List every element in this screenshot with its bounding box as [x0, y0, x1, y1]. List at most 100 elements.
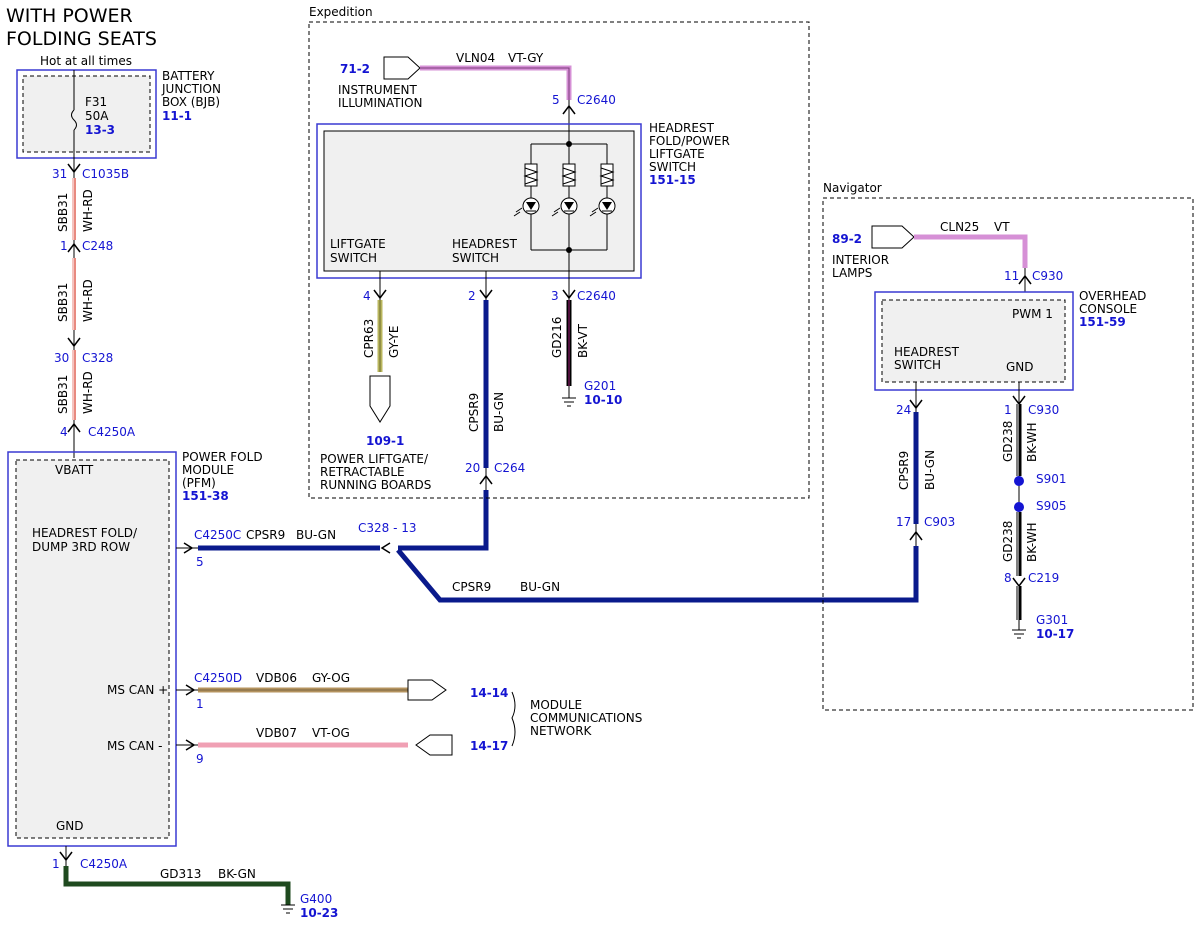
fuse-id: F31: [85, 95, 107, 109]
gd313-circuit: GD313: [160, 867, 201, 881]
pfm-ref: 151-38: [182, 489, 229, 503]
pin-3-c2640: 3: [551, 289, 559, 303]
pfm-headrest-2: DUMP 3RD ROW: [32, 540, 130, 554]
liftgate-name-2: RETRACTABLE: [320, 465, 405, 479]
pin-1-c4250a: 1: [52, 857, 60, 871]
ground-g201-ref: 10-10: [584, 393, 622, 407]
console-name-1: OVERHEAD: [1079, 289, 1146, 303]
ground-g301: G301: [1036, 613, 1068, 627]
console-ref: 151-59: [1079, 315, 1126, 329]
pin-17: 17: [896, 515, 911, 529]
nav-cpsr9-color: BU-GN: [923, 450, 937, 490]
pin-9: 9: [196, 752, 204, 766]
pfm-name-3: (PFM): [182, 476, 216, 490]
headrest-switch-1: HEADREST: [452, 237, 518, 251]
sbb31-label-1: SBB31: [56, 193, 70, 232]
liftgate-switch-1: LIFTGATE: [330, 237, 386, 251]
pin-5-c4250c: 5: [196, 555, 204, 569]
gd238-color-1: BK-WH: [1025, 422, 1039, 462]
cpsr9-main-circuit: CPSR9: [246, 528, 285, 542]
pfm-headrest-1: HEADREST FOLD/: [32, 526, 138, 540]
power-fold-module: VBATT HEADREST FOLD/ DUMP 3RD ROW MS CAN…: [7, 450, 263, 847]
pin-8: 8: [1004, 571, 1012, 585]
expedition-section: Expedition 71-2 INSTRUMENT ILLUMINATION …: [308, 5, 810, 499]
ground-g301-ref: 10-17: [1036, 627, 1074, 641]
sbb31-label-2: SBB31: [56, 283, 70, 322]
pin-30: 30: [54, 351, 69, 365]
conn-c4250a-top: C4250A: [88, 425, 136, 439]
sbb31-color-3: WH-RD: [81, 371, 95, 414]
cln25-circuit: CLN25: [940, 220, 979, 234]
wire-cpsr9-main: C4250C 5 CPSR9 BU-GN C328 - 13 CPSR9 BU-…: [176, 490, 919, 603]
conn-c248: C248: [82, 239, 113, 253]
bjb-ref: 11-1: [162, 109, 192, 123]
pin-1-c4250d: 1: [196, 697, 204, 711]
console-pwm: PWM 1: [1012, 307, 1053, 321]
sbb31-color-1: WH-RD: [81, 189, 95, 232]
conn-c930-top: C930: [1032, 269, 1063, 283]
network-label-3: NETWORK: [530, 724, 593, 738]
ground-g400: G400: [300, 892, 332, 906]
battery-junction-box: Hot at all times F31 50A 13-3 BATTERY JU…: [16, 54, 221, 159]
splice-s901: S901: [1036, 472, 1067, 486]
liftgate-name-3: RUNNING BOARDS: [320, 478, 431, 492]
conn-c4250c: C4250C: [194, 528, 241, 542]
exp-cpsr9-color: BU-GN: [492, 392, 506, 432]
module-comm-network: MODULE COMMUNICATIONS NETWORK: [511, 691, 642, 747]
gd238-circuit-1: GD238: [1001, 421, 1015, 462]
pin-5-c2640: 5: [552, 93, 560, 107]
ill-ref: 71-2: [340, 62, 370, 76]
pin-11: 11: [1004, 269, 1019, 283]
nav-cpsr9-circuit: CPSR9: [897, 451, 911, 490]
switch-name-4: SWITCH: [649, 160, 696, 174]
sbb31-color-2: WH-RD: [81, 279, 95, 322]
conn-c328: C328: [82, 351, 113, 365]
vdb07-color: VT-OG: [312, 726, 350, 740]
switch-name-1: HEADREST: [649, 121, 715, 135]
navigator-section: Navigator 89-2 INTERIOR LAMPS CLN25 VT 1…: [822, 181, 1194, 711]
bjb-name-3: BOX (BJB): [162, 95, 220, 109]
gd238-color-2: BK-WH: [1025, 522, 1039, 562]
conn-c264: C264: [494, 461, 525, 475]
fuse-rating: 50A: [85, 109, 109, 123]
pfm-ms-can-minus: MS CAN -: [107, 739, 163, 753]
console-headrest-2: SWITCH: [894, 358, 941, 372]
expedition-label: Expedition: [309, 5, 373, 19]
pin-4-c4250a: 4: [60, 425, 68, 439]
conn-c1035b: C1035B: [82, 167, 129, 181]
liftgate-ref: 109-1: [366, 434, 404, 448]
switch-name-3: LIFTGATE: [649, 147, 705, 161]
gd216-circuit: GD216: [550, 317, 564, 358]
pin-20: 20: [465, 461, 480, 475]
cln25-color: VT: [994, 220, 1010, 234]
ground-g201: G201: [584, 379, 616, 393]
vdb07-ref: 14-17: [470, 739, 508, 753]
pin-1-c930: 1: [1004, 403, 1012, 417]
vdb06-color: GY-OG: [312, 671, 350, 685]
conn-c328-13: C328 - 13: [358, 521, 417, 535]
lamps-name-1: INTERIOR: [832, 253, 889, 267]
exp-cpsr9-circuit: CPSR9: [467, 393, 481, 432]
pfm-vbatt: VBATT: [55, 463, 94, 477]
conn-c4250a-bottom: C4250A: [80, 857, 128, 871]
conn-c930-bottom: C930: [1028, 403, 1059, 417]
console-headrest-1: HEADREST: [894, 345, 960, 359]
pin-2-c2640: 2: [468, 289, 476, 303]
lamps-name-2: LAMPS: [832, 266, 872, 280]
gd238-circuit-2: GD238: [1001, 521, 1015, 562]
ground-g400-ref: 10-23: [300, 906, 338, 920]
cpsr9-lower-color: BU-GN: [520, 580, 560, 594]
pfm-name-1: POWER FOLD: [182, 450, 263, 464]
network-label-1: MODULE: [530, 698, 582, 712]
liftgate-switch-2: SWITCH: [330, 251, 377, 265]
pfm-ms-can-plus: MS CAN +: [107, 683, 168, 697]
cpr63-color: GY-YE: [387, 326, 401, 358]
switch-name-2: FOLD/POWER: [649, 134, 730, 148]
wire-sbb31: 31 C1035B 1 C248 30 C328 4 C4250A SBB31 …: [52, 158, 136, 458]
cpsr9-lower-circuit: CPSR9: [452, 580, 491, 594]
vdb06-circuit: VDB06: [256, 671, 297, 685]
pin-31: 31: [52, 167, 67, 181]
gd313-color: BK-GN: [218, 867, 256, 881]
vln04-color: VT-GY: [508, 51, 544, 65]
fuse-ref: 13-3: [85, 123, 115, 137]
